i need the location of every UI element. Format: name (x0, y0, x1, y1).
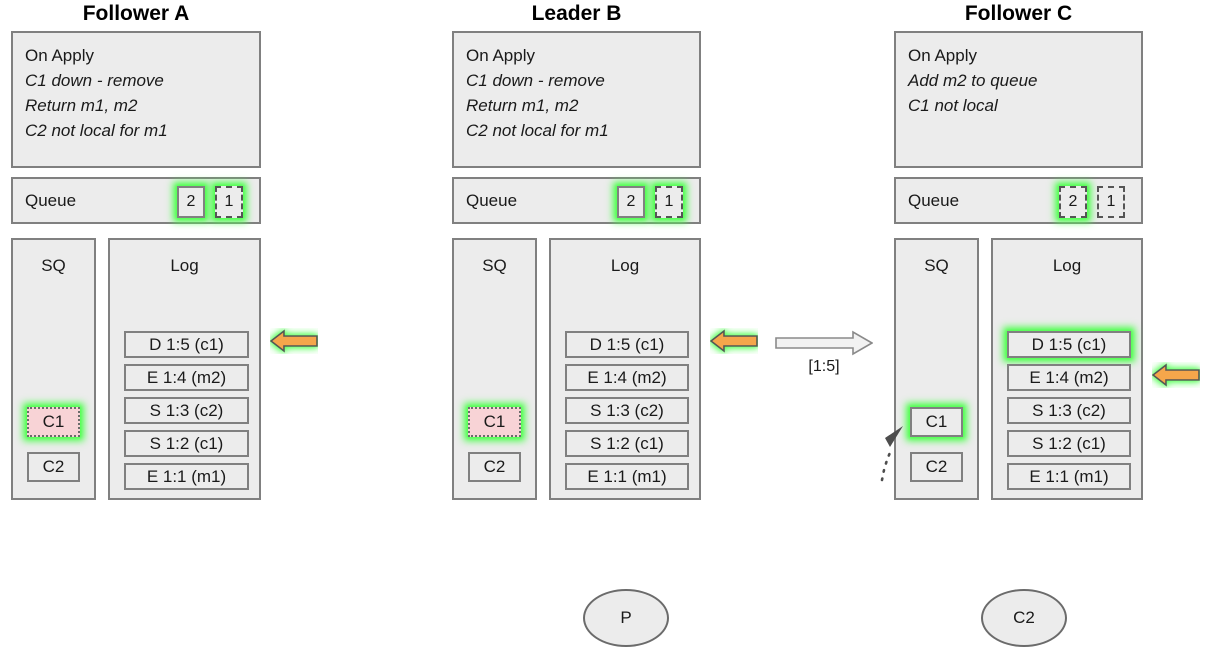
apply-line: C2 not local for m1 (466, 121, 609, 140)
log-entry[interactable]: S 1:3 (c2) (565, 397, 689, 424)
queue-label: Queue (908, 190, 960, 210)
queue-panel-follower-c: Queue 2 1 (894, 177, 1143, 224)
apply-line: Add m2 to queue (908, 71, 1038, 90)
log-entry[interactable]: D 1:5 (c1) (124, 331, 249, 358)
log-entry[interactable]: S 1:2 (c1) (124, 430, 249, 457)
log-entry[interactable]: S 1:3 (c2) (124, 397, 249, 424)
log-title: Log (610, 256, 640, 275)
log-entry[interactable]: D 1:5 (c1) (565, 331, 689, 358)
queue-cell[interactable]: 2 (617, 186, 645, 218)
queue-panel-leader-b: Queue 2 1 (452, 177, 701, 224)
apply-pointer-arrow-leader-b (710, 329, 758, 353)
apply-pointer-arrow-follower-c (1152, 363, 1200, 387)
log-entry[interactable]: E 1:4 (m2) (124, 364, 249, 391)
log-entry[interactable]: D 1:5 (c1) (1007, 331, 1131, 358)
queue-label: Queue (466, 190, 518, 210)
queue-panel-follower-a: Queue 2 1 (11, 177, 261, 224)
sq-panel-follower-c: SQ C1 C2 (894, 238, 979, 500)
sq-item[interactable]: C1 (468, 407, 521, 437)
apply-line: C1 not local (908, 96, 998, 115)
sq-item[interactable]: C2 (468, 452, 521, 482)
replication-arrow-label: [1:5] (808, 358, 840, 375)
sq-panel-follower-a: SQ C1 C2 (11, 238, 96, 500)
column-title-leader-b: Leader B (531, 2, 622, 25)
log-entry[interactable]: E 1:1 (m1) (1007, 463, 1131, 490)
queue-cell[interactable]: 2 (177, 186, 205, 218)
sq-insert-dotted-arrow (880, 426, 903, 482)
sq-title: SQ (41, 256, 66, 275)
log-title: Log (1052, 256, 1082, 275)
apply-header: On Apply (466, 46, 535, 65)
log-panel-follower-a: Log D 1:5 (c1) E 1:4 (m2) S 1:3 (c2) S 1… (108, 238, 261, 500)
client-node-c2[interactable]: C2 (981, 589, 1067, 647)
log-title: Log (170, 256, 199, 275)
sq-title: SQ (924, 256, 949, 275)
apply-pointer-arrow-follower-a (270, 329, 318, 353)
client-node-p[interactable]: P (583, 589, 669, 647)
apply-line: Return m1, m2 (466, 96, 579, 115)
log-entry[interactable]: E 1:1 (m1) (124, 463, 249, 490)
column-title-follower-a: Follower A (82, 2, 190, 25)
apply-panel-follower-a: On Apply C1 down - remove Return m1, m2 … (11, 31, 261, 168)
sq-item[interactable]: C1 (27, 407, 80, 437)
sq-item[interactable]: C1 (910, 407, 963, 437)
queue-cell[interactable]: 1 (215, 186, 243, 218)
sq-item[interactable]: C2 (27, 452, 80, 482)
log-entry[interactable]: S 1:3 (c2) (1007, 397, 1131, 424)
apply-header: On Apply (908, 46, 977, 65)
apply-line: Return m1, m2 (25, 96, 138, 115)
apply-panel-follower-c: On Apply Add m2 to queue C1 not local (894, 31, 1143, 168)
column-title-follower-c: Follower C (964, 2, 1073, 25)
log-panel-leader-b: Log D 1:5 (c1) E 1:4 (m2) S 1:3 (c2) S 1… (549, 238, 701, 500)
log-entry[interactable]: E 1:4 (m2) (1007, 364, 1131, 391)
sq-panel-leader-b: SQ C1 C2 (452, 238, 537, 500)
apply-line: C1 down - remove (466, 71, 605, 90)
log-entry[interactable]: S 1:2 (c1) (565, 430, 689, 457)
sq-title: SQ (482, 256, 507, 275)
log-panel-follower-c: Log D 1:5 (c1) E 1:4 (m2) S 1:3 (c2) S 1… (991, 238, 1143, 500)
log-entry[interactable]: E 1:1 (m1) (565, 463, 689, 490)
queue-cell[interactable]: 2 (1059, 186, 1087, 218)
queue-label: Queue (25, 190, 77, 210)
apply-panel-leader-b: On Apply C1 down - remove Return m1, m2 … (452, 31, 701, 168)
sq-item[interactable]: C2 (910, 452, 963, 482)
queue-cell[interactable]: 1 (1097, 186, 1125, 218)
queue-cell[interactable]: 1 (655, 186, 683, 218)
apply-line: C2 not local for m1 (25, 121, 168, 140)
log-entry[interactable]: S 1:2 (c1) (1007, 430, 1131, 457)
apply-header: On Apply (25, 46, 94, 65)
replication-arrow (775, 330, 873, 356)
apply-line: C1 down - remove (25, 71, 164, 90)
log-entry[interactable]: E 1:4 (m2) (565, 364, 689, 391)
